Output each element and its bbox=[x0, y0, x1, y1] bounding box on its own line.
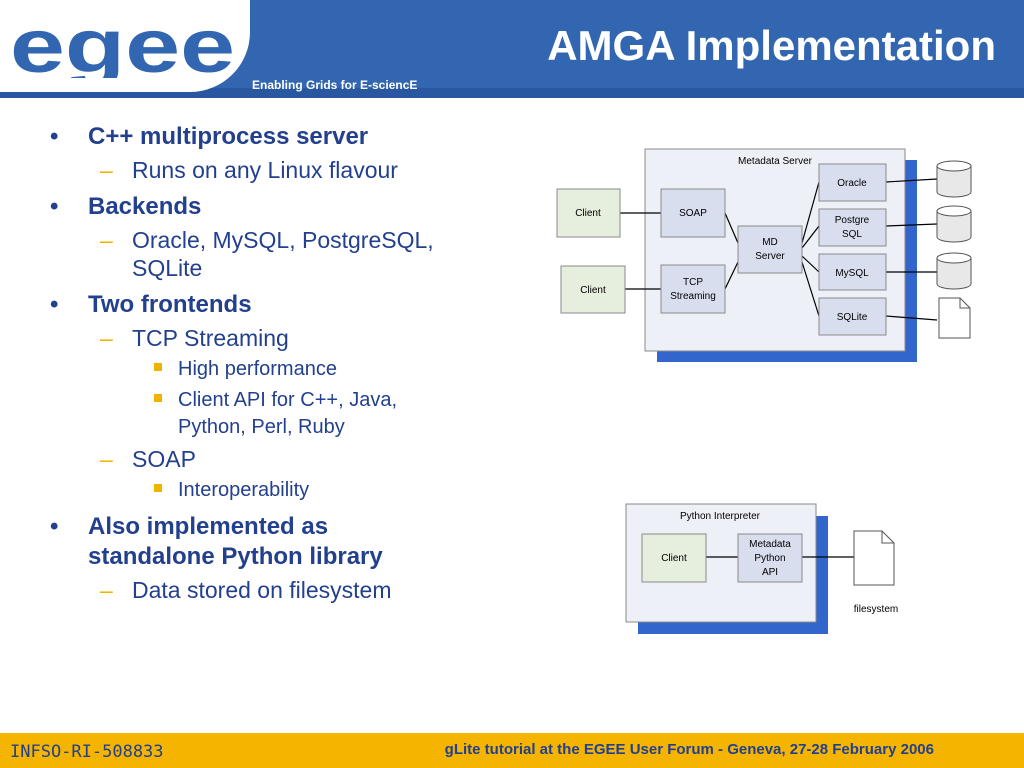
api-label-line1: Metadata bbox=[749, 539, 791, 550]
database-icon bbox=[936, 205, 972, 243]
client-box-2 bbox=[560, 265, 626, 314]
python-interpreter-diagram: Python Interpreter Client Metadata Pytho… bbox=[625, 503, 898, 634]
filesystem-label: filesystem bbox=[854, 604, 898, 615]
sub-sub-bullet-item: Client API for C++, Java, Python, Perl, R… bbox=[50, 387, 510, 441]
bullet-text: Two frontends bbox=[88, 291, 252, 318]
slide-header: egee Enabling Grids for E-sciencE AMGA I… bbox=[0, 0, 1024, 98]
sub-bullet-text: TCP Streaming bbox=[132, 325, 289, 351]
md-server-box bbox=[737, 225, 803, 274]
sub-sub-bullet-item: High performance bbox=[50, 356, 510, 383]
sub-bullet-text: Runs on any Linux flavour bbox=[132, 157, 398, 183]
egee-logo: egee bbox=[10, 16, 235, 78]
header-tagline: Enabling Grids for E-sciencE bbox=[252, 78, 418, 92]
slide-title: AMGA Implementation bbox=[547, 22, 996, 69]
sql-label: SQL bbox=[842, 229, 862, 240]
tcp-label: TCP bbox=[683, 277, 703, 288]
api-label-line2: Python bbox=[754, 553, 785, 564]
sub-bullet-text: Oracle, MySQL, PostgreSQL, bbox=[132, 227, 434, 253]
metadata-server-label: Metadata Server bbox=[738, 156, 813, 167]
sub-bullet-text: Data stored on filesystem bbox=[132, 577, 392, 603]
bullet-item: •Backends bbox=[50, 193, 202, 220]
python-interpreter-label: Python Interpreter bbox=[680, 511, 761, 522]
mysql-label: MySQL bbox=[835, 268, 869, 279]
api-label-line3: API bbox=[762, 567, 778, 578]
event-text: gLite tutorial at the EGEE User Forum - … bbox=[444, 741, 934, 758]
client-label-2: Client bbox=[580, 285, 606, 296]
sub-sub-bullet-item: Interoperability bbox=[50, 477, 510, 504]
tcp-streaming-box bbox=[660, 264, 726, 314]
file-icon bbox=[853, 530, 895, 586]
client-label-1: Client bbox=[575, 208, 601, 219]
bullet-text: standalone Python library bbox=[88, 543, 383, 570]
oracle-box bbox=[818, 163, 887, 202]
database-icon bbox=[936, 160, 972, 198]
sub-sub-bullet-text: High performance bbox=[178, 358, 337, 380]
sub-sub-bullet-text: Python, Perl, Ruby bbox=[178, 416, 345, 438]
sub-bullet-item: –Runs on any Linux flavour bbox=[100, 157, 398, 183]
sqlite-box bbox=[818, 297, 887, 336]
mysql-box bbox=[818, 253, 887, 291]
sqlite-label: SQLite bbox=[837, 312, 868, 323]
slide-footer: INFSO-RI-508833 gLite tutorial at the EG… bbox=[0, 733, 1024, 768]
header-band bbox=[0, 88, 1024, 98]
python-client-label: Client bbox=[661, 553, 687, 564]
metadata-server-diagram: Metadata Server Client Client SOAP TCP S… bbox=[556, 148, 972, 362]
architecture-diagrams: Metadata Server Client Client SOAP TCP S… bbox=[556, 148, 972, 634]
python-client-box bbox=[641, 533, 707, 583]
bullet-text: Backends bbox=[88, 193, 202, 220]
sub-bullet-item: –Data stored on filesystem bbox=[100, 577, 392, 603]
sub-bullet-text: SOAP bbox=[132, 446, 196, 472]
client-box-1 bbox=[556, 188, 621, 238]
connector-lines bbox=[620, 178, 938, 321]
sub-sub-bullet-text: Client API for C++, Java, bbox=[178, 389, 397, 411]
postgresql-box bbox=[818, 208, 887, 247]
sub-bullet-text: SQLite bbox=[132, 255, 203, 281]
sub-bullet-item: –Oracle, MySQL, PostgreSQL,SQLite bbox=[100, 227, 434, 281]
md-label: MD bbox=[762, 237, 778, 248]
logo-text: egee bbox=[10, 16, 235, 78]
metadata-python-api-box bbox=[737, 533, 803, 583]
bullet-item: •Two frontends bbox=[50, 291, 252, 318]
server-label: Server bbox=[755, 251, 785, 262]
oracle-label: Oracle bbox=[837, 178, 867, 189]
soap-box bbox=[660, 188, 726, 238]
bullet-text: Also implemented as bbox=[88, 513, 329, 540]
logo-container: egee bbox=[0, 0, 250, 92]
sub-sub-bullet-text: Interoperability bbox=[178, 479, 310, 501]
bullet-text: C++ multiprocess server bbox=[88, 123, 369, 150]
database-icon bbox=[936, 252, 972, 290]
sub-bullet-item: –TCP Streaming bbox=[100, 325, 289, 351]
soap-label: SOAP bbox=[679, 208, 707, 219]
bullet-list: •C++ multiprocess server –Runs on any Li… bbox=[50, 114, 510, 604]
bullet-item: •C++ multiprocess server bbox=[50, 123, 369, 150]
project-id: INFSO-RI-508833 bbox=[10, 742, 164, 762]
postgre-label: Postgre bbox=[835, 215, 870, 226]
streaming-label: Streaming bbox=[670, 291, 716, 302]
file-icon bbox=[938, 297, 971, 339]
sub-bullet-item: –SOAP bbox=[100, 446, 196, 472]
